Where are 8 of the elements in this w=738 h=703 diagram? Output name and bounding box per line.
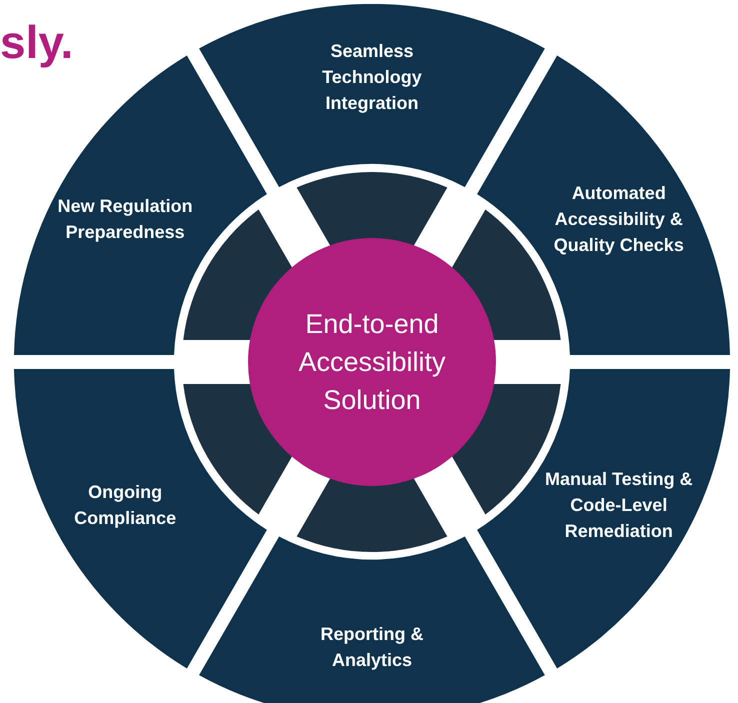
segment-label: Automated Accessibility & Quality Checks bbox=[552, 182, 685, 258]
segment-label: Reporting & Analytics bbox=[319, 622, 424, 672]
segment-label: Seamless Technology Integration bbox=[321, 40, 423, 115]
segment-label: Ongoing Compliance bbox=[73, 480, 178, 530]
centre-title: End-to-end Accessibility Solution bbox=[297, 308, 447, 417]
segment-label: Manual Testing & Code-Level Remediation bbox=[544, 468, 694, 542]
segment-label: New Regulation Preparedness bbox=[56, 195, 194, 244]
heading-fragment: sly. bbox=[0, 15, 74, 70]
